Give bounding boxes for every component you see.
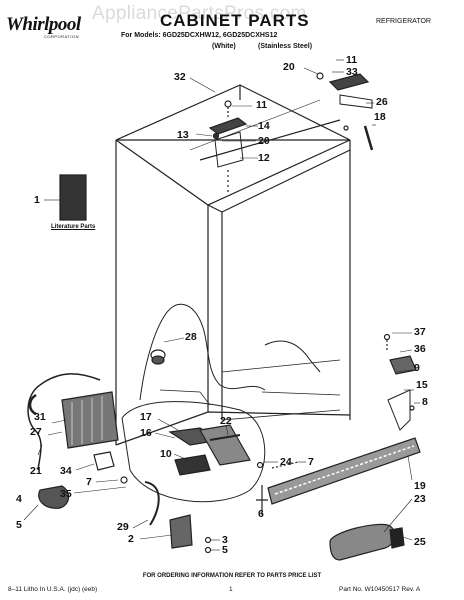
callout-21: 21: [30, 465, 42, 477]
callout-6: 6: [258, 508, 264, 520]
hinge-plate: [389, 355, 417, 375]
callout-13: 13: [177, 129, 189, 141]
top-hinge: [208, 117, 248, 135]
literature-label: Literature Parts: [51, 224, 96, 230]
callout-10: 10: [160, 448, 172, 460]
category-label: REFRIGERATOR: [376, 18, 431, 25]
watermark: AppliancePartsPros.com: [92, 3, 307, 24]
variant-white: (White): [212, 43, 236, 50]
callout-23: 23: [414, 493, 426, 505]
litho-info: 8–11 Litho In U.S.A. (jdc) (eeb): [8, 586, 98, 593]
callout-32: 32: [174, 71, 186, 83]
water-filter: [329, 523, 396, 561]
logo-subtext: CORPORATION: [44, 34, 79, 39]
callout-9: 9: [414, 362, 420, 374]
callout-20: 20: [258, 135, 270, 147]
valve-assembly: [121, 401, 266, 503]
callout-5b: 5: [222, 544, 228, 556]
callout-33: 33: [346, 66, 358, 78]
callout-25: 25: [414, 536, 426, 548]
back-panel: [61, 391, 119, 449]
callout-2: 2: [128, 533, 134, 545]
callout-7b: 7: [86, 476, 92, 488]
callout-12: 12: [258, 152, 270, 164]
callout-26: 26: [376, 96, 388, 108]
variant-stainless: (Stainless Steel): [258, 43, 313, 50]
cabinet-cutout: [139, 303, 266, 401]
callout-18: 18: [374, 111, 386, 123]
page-title: CABINET PARTS: [160, 11, 310, 30]
callout-31: 31: [34, 411, 46, 423]
callout-19: 19: [414, 480, 426, 492]
callout-35: 35: [60, 488, 72, 500]
whirlpool-logo: Whirlpool: [6, 14, 81, 35]
callout-24: 24: [280, 456, 292, 468]
callout-7: 7: [308, 456, 314, 468]
callout-11: 11: [256, 99, 268, 111]
callout-1: 1: [34, 194, 40, 206]
motor: [38, 485, 70, 509]
callout-15: 15: [416, 379, 428, 391]
callout-29: 29: [117, 521, 129, 533]
callout-27: 27: [30, 426, 42, 438]
callout-14: 14: [258, 120, 270, 132]
page-number: 1: [229, 586, 233, 593]
models-line: For Models: 6GD25DCXHW12, 6GD25DCXHS12: [121, 32, 278, 39]
callout-22: 22: [220, 415, 232, 427]
power-cord: [27, 384, 42, 471]
callout-34: 34: [60, 465, 72, 477]
callout-16: 16: [140, 427, 152, 439]
callout-3: 3: [222, 534, 228, 546]
callout-4: 4: [16, 493, 22, 505]
literature-booklet: [59, 174, 87, 221]
callout-8: 8: [422, 396, 428, 408]
bottom-hinge: [169, 514, 193, 549]
callout-20b: 20: [283, 61, 295, 73]
ordering-note: FOR ORDERING INFORMATION REFER TO PARTS …: [142, 573, 322, 579]
callout-36: 36: [414, 343, 426, 355]
callout-11b: 11: [346, 54, 358, 66]
cabinet-outline: [115, 84, 351, 141]
callout-37: 37: [414, 326, 426, 338]
toe-grille: [267, 437, 421, 505]
part-number: Part No. W10450517 Rev. A: [339, 586, 421, 593]
right-hinge: [328, 73, 370, 91]
callout-17: 17: [140, 411, 152, 423]
callout-5: 5: [16, 519, 22, 531]
callout-28: 28: [185, 331, 197, 343]
